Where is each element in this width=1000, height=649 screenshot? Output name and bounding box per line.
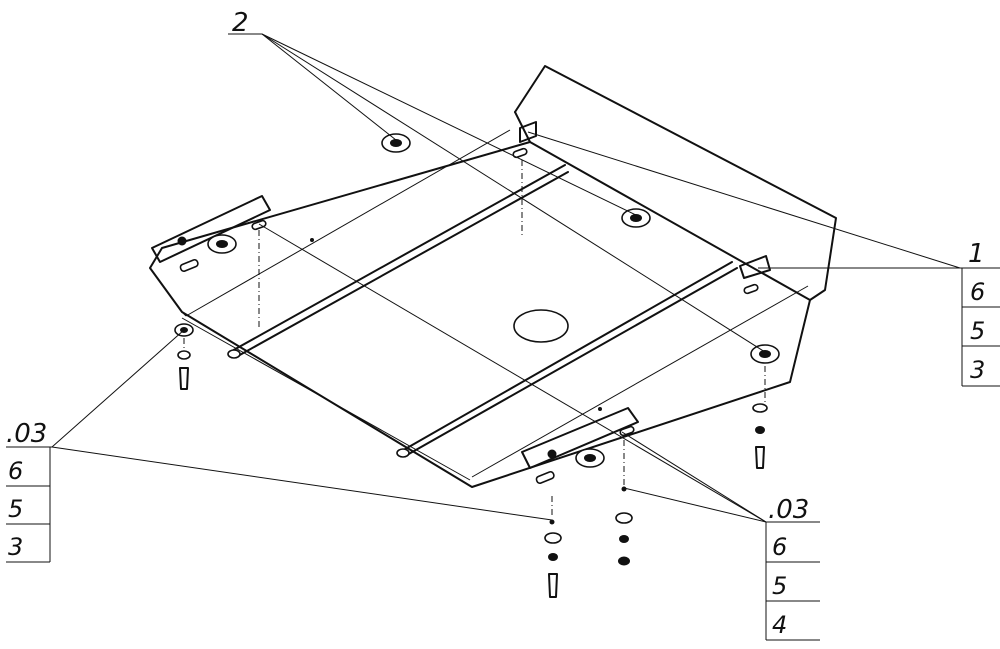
drain-hole (513, 309, 569, 343)
callout-table-right: 1 6 5 3 (961, 239, 1000, 387)
callout-top-label: 2 (232, 8, 249, 38)
bracket-rear-tabs (251, 121, 771, 437)
callout-left-row: 6 (8, 457, 23, 485)
callout-bottom-row: 6 (772, 533, 787, 561)
callout-left-row: 3 (8, 533, 23, 561)
leader-lines (6, 33, 1000, 523)
fasteners (177, 160, 768, 598)
callout-left-row: 5 (8, 495, 23, 523)
callout-table-bottom: .03 6 5 4 (765, 495, 820, 641)
callout-right-row: 3 (970, 356, 985, 384)
bracket-right (521, 407, 639, 484)
rivet-nuts (174, 133, 780, 468)
bracket-left (151, 195, 271, 272)
callout-right-row: 6 (970, 278, 985, 306)
callout-bottom-row: 5 (772, 572, 787, 600)
callout-right-head: 1 (968, 239, 985, 269)
callout-right-row: 5 (970, 317, 985, 345)
skid-plate (149, 65, 837, 488)
callout-left-head: .03 (6, 419, 47, 449)
callout-bottom-head: .03 (768, 495, 809, 525)
callout-table-left: .03 6 5 3 (6, 419, 51, 563)
callout-bottom-row: 4 (772, 611, 787, 639)
